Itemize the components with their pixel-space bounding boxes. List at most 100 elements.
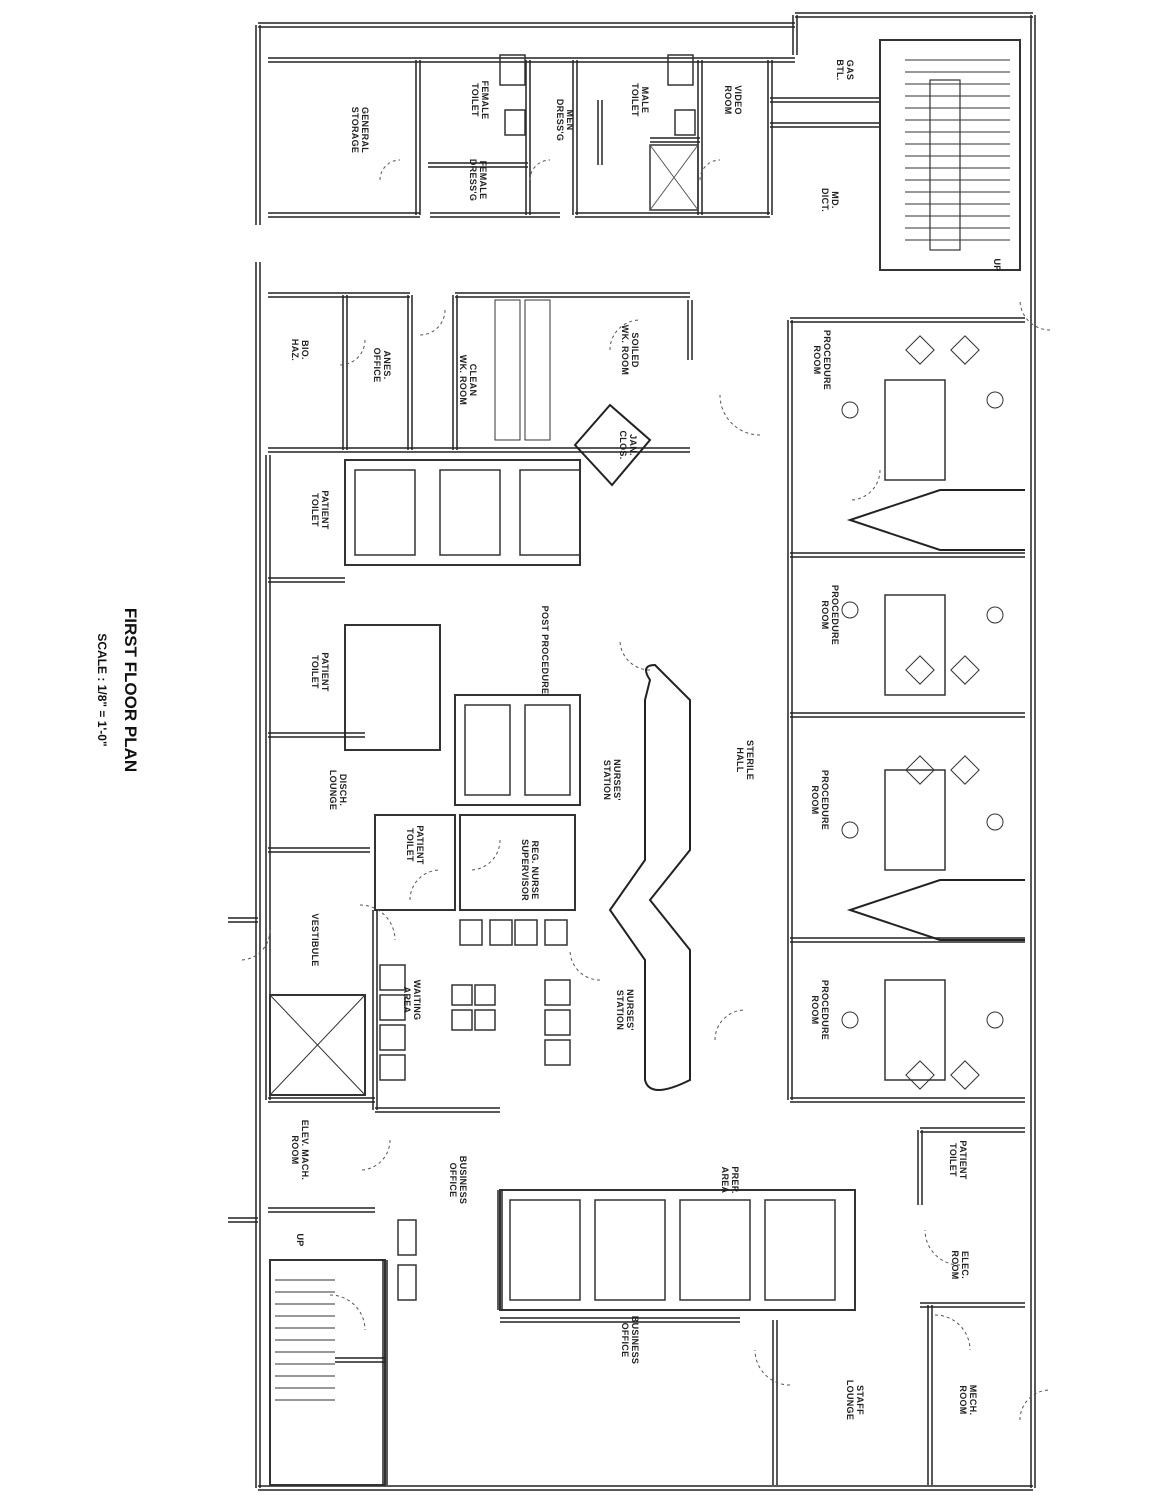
room-label: BUSINESS OFFICE [448,1155,468,1205]
equipment [905,1060,935,1090]
sink [674,109,696,136]
chair [544,1009,571,1036]
supervisor-office [459,814,576,911]
room-label: JAN. CLOS. [618,430,638,460]
room-label: PATIENT TOILET [405,825,425,865]
room-label: GENERAL STORAGE [350,106,370,154]
procedure-table [884,769,946,871]
plan-scale: SCALE : 1/8" = 1'-0" [95,633,109,747]
toilet-fixture [667,54,694,86]
room-label: PROCEDURE ROOM [810,979,830,1041]
stretcher [519,469,581,556]
chair [544,979,571,1006]
chair [474,1009,496,1031]
plan-title: FIRST FLOOR PLAN [121,607,140,773]
door-swing [339,339,366,366]
door-swing [359,904,396,941]
room-label: PREP. AREA [720,1166,740,1194]
room-label: VIDEO ROOM [723,85,743,115]
room-label: ELEV. MACH. ROOM [290,1119,310,1181]
room-label: STAFF LOUNGE [845,1379,865,1421]
room-label: FEMALE TOILET [470,80,490,120]
door-swing [934,1314,971,1351]
chair [379,994,406,1021]
post-procedure-bay [344,459,581,566]
room-label: BUSINESS OFFICE [620,1315,640,1365]
stool [986,813,1004,831]
room-label: PATIENT TOILET [310,490,330,530]
room-label: UP [295,1233,305,1247]
door-swing [409,869,441,901]
chair [544,1039,571,1066]
room-label: DISCH. LOUNGE [328,769,348,811]
stool [986,391,1004,409]
door-swing [849,469,881,501]
room-label: POST PROCEDURE [540,605,550,695]
chair [514,919,538,946]
room-label: PATIENT TOILET [310,652,330,692]
room-label: WAITING AREA [402,979,422,1021]
stretcher [764,1199,836,1301]
patient-toilet-room [374,814,456,911]
equipment [905,335,935,365]
stair-enclosure [879,39,1021,271]
janitor-closet [573,403,652,487]
scrub-alcove [846,879,1025,941]
door-swing [619,639,651,671]
stool [841,401,859,419]
procedure-table [884,379,946,481]
door-swing [1019,1389,1051,1421]
stretcher [509,1199,581,1301]
chair [474,984,496,1006]
stretcher [594,1199,666,1301]
procedure-table [884,979,946,1081]
room-label: ELEC. ROOM [950,1250,970,1280]
chair [544,919,568,946]
equipment [905,755,935,785]
stool [841,1011,859,1029]
scrub-alcove [846,489,1025,551]
stool [986,606,1004,624]
room-label: MECH. ROOM [958,1384,978,1416]
door-swing [569,949,601,981]
room-label: MALE TOILET [630,83,650,117]
room-label: FEMALE DRESS'G [468,158,488,202]
door-swing [419,309,446,336]
prep-area-bays [499,1189,856,1311]
post-procedure-bay [454,694,581,806]
chair [379,1054,406,1081]
room-label: MEN DRESS'G [555,98,575,142]
door-swing [1019,299,1051,331]
stretcher [439,469,501,556]
door-swing [359,1139,391,1171]
stretcher [679,1199,751,1301]
equipment [950,335,980,365]
room-label: UP [992,258,1002,272]
stretcher [354,469,416,556]
door-swing [714,1009,746,1041]
equipment [950,1060,980,1090]
desk [397,1264,417,1301]
door-swing [924,1229,961,1266]
patient-toilet-room [344,624,441,751]
room-label: PROCEDURE ROOM [810,769,830,831]
stool [986,1011,1004,1029]
chair [451,984,473,1006]
nurses-station-counter [608,663,691,1091]
chair [379,964,406,991]
chair [451,1009,473,1031]
room-label: NURSES' STATION [615,989,635,1031]
door-swing [329,1294,366,1331]
stretcher [464,704,511,796]
chair [459,919,483,946]
equipment [905,655,935,685]
counter [494,299,521,441]
chair [379,1024,406,1051]
stair-enclosure [269,1259,386,1486]
room-label: PATIENT TOILET [948,1140,968,1180]
equipment [950,755,980,785]
equipment [950,655,980,685]
room-label: STERILE HALL [735,739,755,781]
door-swing [239,929,271,961]
elevator-x [269,994,366,1096]
